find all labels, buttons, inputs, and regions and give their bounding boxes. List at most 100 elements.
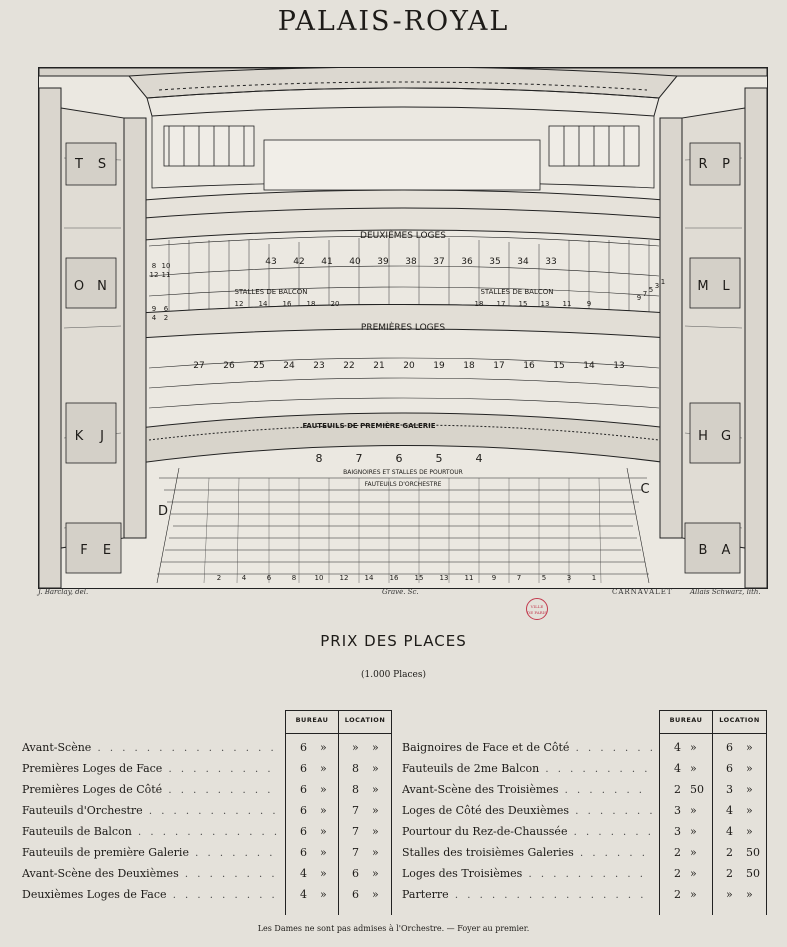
seat-number-stalles-right: 9 (587, 300, 591, 308)
credit-carnavalet: CARNAVALET (612, 588, 673, 596)
price-row-label: Pourtour du Rez-de-Chaussée . . . . . . … (402, 822, 652, 842)
price-bureau-cents: » (690, 867, 697, 880)
price-bureau: 2 (674, 846, 681, 859)
table-rule (659, 733, 766, 734)
seat-number-orchestre: 8 (292, 574, 296, 582)
box-number-premieres: 13 (613, 361, 624, 371)
box-number-premieres: 23 (313, 361, 324, 371)
price-location: 3 (726, 783, 733, 796)
table-rule (766, 710, 767, 915)
prices-heading: PRIX DES PLACES (320, 632, 467, 650)
seat-number-orchestre: 3 (567, 574, 571, 582)
seat-number-stalles-right: 17 (497, 300, 506, 308)
upper-gallery (151, 116, 655, 191)
box-letter-K: K (75, 429, 84, 444)
seat-number-orchestre: 1 (592, 574, 596, 582)
box-letter-A: A (722, 543, 731, 558)
seat-number-right-side: 5 (649, 286, 653, 294)
box-letter-T: T (74, 157, 83, 172)
leader-dots: . . . . . . . . . . . . . . . . . . . . … (137, 827, 280, 838)
price-location: 7 (352, 825, 359, 838)
price-location-cents: 50 (746, 867, 760, 880)
label-premieres-loges: PREMIÈRES LOGES (361, 321, 445, 333)
seat-number-left-side: 8 (152, 262, 156, 270)
seat-category: Baignoires de Face et de Côté (402, 741, 570, 754)
library-stamp: VILLE DE PARIS (526, 598, 548, 620)
price-bureau-cents: » (320, 783, 327, 796)
price-bureau: 6 (300, 762, 307, 775)
seat-number-orchestre: 11 (465, 574, 474, 582)
galerie-railing (138, 412, 670, 464)
credit-engraver-middle: Gravé. Sc. (382, 588, 419, 596)
price-bureau-cents: » (320, 867, 327, 880)
price-row-label: Baignoires de Face et de Côté . . . . . … (402, 738, 652, 758)
column-header-bureau-left: BUREAU (295, 716, 329, 724)
price-row-label: Premières Loges de Face . . . . . . . . … (22, 759, 280, 779)
seat-number-orchestre: 13 (440, 574, 449, 582)
credit-draughtsman: J. Barclay, del. (38, 588, 89, 596)
price-bureau: 3 (674, 825, 681, 838)
seat-number-stalles-right: 13 (541, 300, 550, 308)
box-number-premieres: 27 (193, 361, 204, 371)
box-letter-O: O (74, 279, 84, 294)
box-number-premieres: 18 (463, 361, 475, 371)
price-bureau: 4 (300, 888, 307, 901)
seat-number-orchestre: 14 (365, 574, 374, 582)
price-bureau: 4 (300, 867, 307, 880)
leader-dots: . . . . . . . . . . . . . . . . . . . . … (528, 869, 652, 880)
price-bureau: 6 (300, 783, 307, 796)
seat-category: Avant-Scène des Troisièmes (402, 783, 559, 796)
column-header-bureau-right: BUREAU (669, 716, 703, 724)
price-location: 8 (352, 783, 359, 796)
box-number-deuxiemes: 38 (405, 257, 417, 267)
box-number-deuxiemes: 42 (293, 257, 304, 267)
box-number-premieres: 20 (403, 361, 415, 371)
price-location-cents: » (372, 783, 379, 796)
price-row-label: Avant-Scène des Troisièmes . . . . . . .… (402, 780, 652, 800)
page-title: PALAIS-ROYAL (277, 6, 510, 37)
price-location-cents: » (372, 867, 379, 880)
box-number-premieres: 14 (583, 361, 595, 371)
leader-dots: . . . . . . . . . . . . . . . . . . . . … (97, 743, 280, 754)
leader-dots: . . . . . . . . . . . . . . . . . . . . … (172, 890, 280, 901)
box-number-premieres: 25 (253, 361, 264, 371)
leader-dots: . . . . . . . . . . . . . . . . . . . . … (148, 806, 280, 817)
price-bureau: 3 (674, 804, 681, 817)
box-letter-L: L (722, 279, 730, 294)
column-header-location-left: LOCATION (344, 716, 386, 724)
box-letter-B: B (699, 543, 708, 558)
seat-number-left-side: 9 (152, 305, 156, 313)
leader-dots: . . . . . . . . . . . . . . . . . . . . … (168, 785, 280, 796)
leader-dots: . . . . . . . . . . . . . . . . . . . . … (573, 827, 652, 838)
label-baignoires: BAIGNOIRES ET STALLES DE POURTOUR (343, 469, 463, 476)
label-fauteuils-orchestre: FAUTEUILS D'ORCHESTRE (365, 481, 442, 488)
box-number-premieres: 15 (553, 361, 564, 371)
seat-category: Fauteuils de première Galerie (22, 846, 189, 859)
seat-number-left-side: 2 (164, 314, 168, 322)
seat-number-orchestre: 10 (315, 574, 324, 582)
price-bureau-cents: » (320, 825, 327, 838)
price-location-cents: » (372, 825, 379, 838)
box-number-baignoire: 7 (356, 452, 363, 465)
price-location-cents: » (746, 888, 753, 901)
box-number-baignoire: 5 (436, 452, 443, 465)
price-row-label: Loges de Côté des Deuxièmes . . . . . . … (402, 801, 652, 821)
price-bureau: 4 (674, 741, 681, 754)
price-location: » (726, 888, 733, 901)
table-rule (285, 710, 391, 711)
seat-number-stalles-right: 15 (519, 300, 528, 308)
orchestra-rows (156, 467, 650, 584)
seat-category: Fauteuils de 2me Balcon (402, 762, 540, 775)
seat-number-left-side: 11 (162, 271, 171, 279)
price-row-label: Deuxièmes Loges de Face . . . . . . . . … (22, 885, 280, 905)
box-number-deuxiemes: 37 (433, 257, 444, 267)
table-rule (285, 733, 391, 734)
seat-category: Stalles des troisièmes Galeries (402, 846, 574, 859)
price-bureau-cents: » (320, 741, 327, 754)
price-location: 6 (352, 888, 359, 901)
ceiling-cornice (39, 68, 767, 117)
price-row-label: Fauteuils de première Galerie . . . . . … (22, 843, 280, 863)
label-stalles-balcon-left: STALLES DE BALCON (234, 288, 307, 296)
box-number-deuxiemes: 35 (489, 257, 500, 267)
